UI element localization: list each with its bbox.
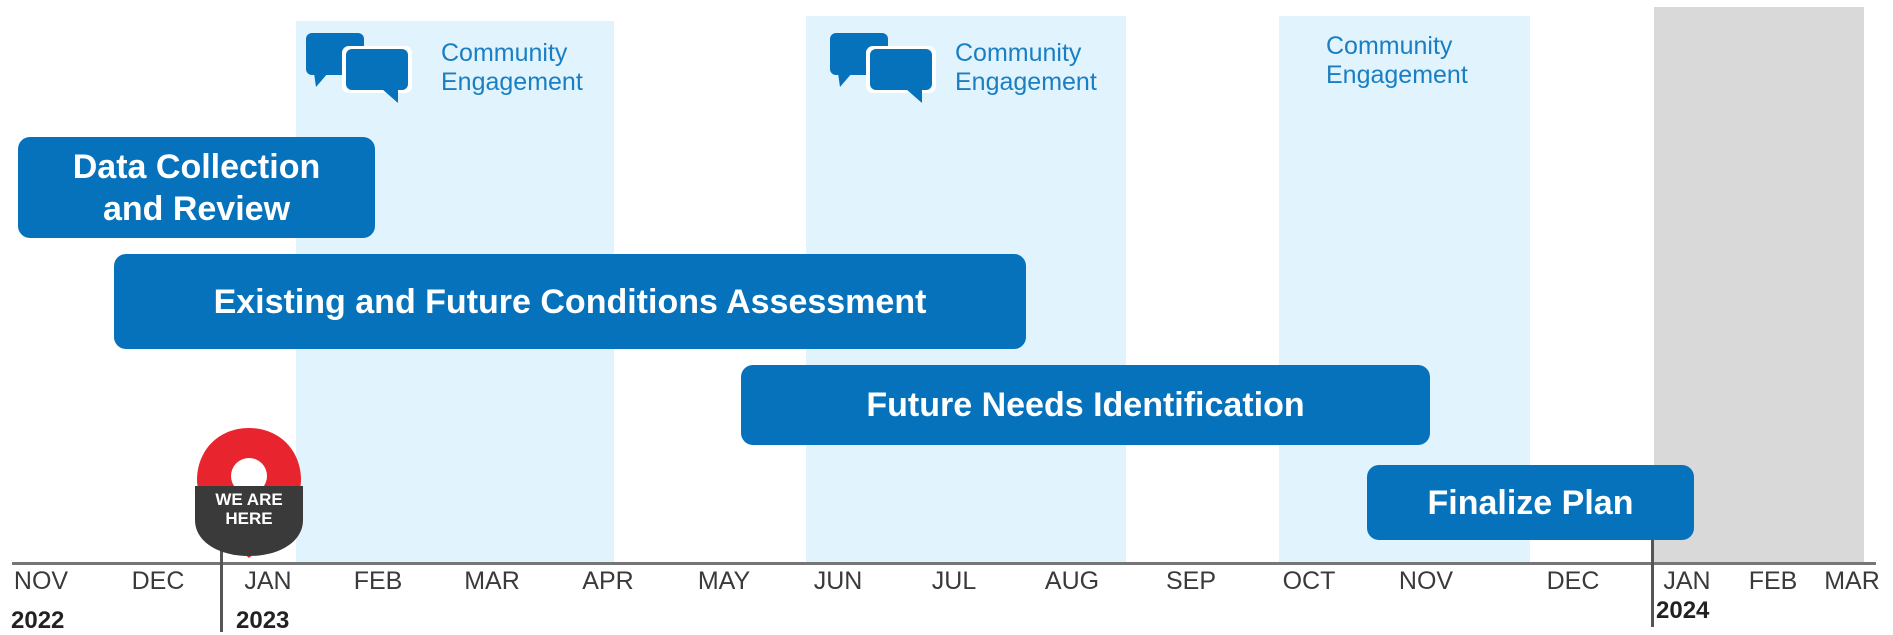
month-label: OCT	[1282, 567, 1336, 595]
speech-bubbles-icon	[306, 33, 412, 103]
engagement-label-3: Community Engagement	[1326, 32, 1468, 90]
month-label: APR	[582, 567, 634, 595]
month-label: SEP	[1165, 567, 1217, 595]
month-label: NOV	[1398, 567, 1454, 595]
year-label: 2022	[11, 607, 65, 634]
phase-label: Existing and Future Conditions Assessmen…	[213, 282, 927, 321]
month-label: JAN	[1663, 567, 1711, 595]
month-label: JUN	[813, 567, 863, 595]
phase-future-needs: Future Needs Identification	[741, 365, 1430, 445]
location-pin-icon	[195, 428, 303, 558]
current-date-line	[220, 540, 223, 632]
year-label: 2023	[236, 607, 290, 634]
phase-conditions-assessment: Existing and Future Conditions Assessmen…	[114, 254, 1026, 349]
month-label: MAR	[464, 567, 520, 595]
timeline-axis	[12, 562, 1876, 565]
month-label: NOV	[13, 567, 69, 595]
month-label: FEB	[353, 567, 403, 595]
phase-label: Finalize Plan	[1427, 483, 1634, 522]
month-label: MAR	[1824, 567, 1880, 595]
month-label: MAY	[697, 567, 751, 595]
phase-label: Future Needs Identification	[866, 386, 1305, 424]
marker-line2: HERE	[225, 509, 273, 528]
engagement-label-line2: Engagement	[1326, 61, 1468, 89]
engagement-label-line1: Community	[955, 39, 1082, 67]
engagement-label-1: Community Engagement	[441, 39, 583, 97]
engagement-label-2: Community Engagement	[955, 39, 1097, 97]
month-label: DEC	[131, 567, 185, 595]
engagement-label-line1: Community	[1326, 32, 1453, 60]
year-label: 2024	[1656, 597, 1710, 624]
speech-bubbles-icon	[830, 33, 936, 103]
phase-finalize-plan: Finalize Plan	[1367, 465, 1694, 540]
engagement-label-line2: Engagement	[441, 68, 583, 96]
year-divider-2024	[1651, 540, 1654, 627]
month-label: DEC	[1546, 567, 1600, 595]
phase-label-line2: and Review	[102, 189, 291, 228]
month-label: AUG	[1044, 567, 1100, 595]
engagement-label-line2: Engagement	[955, 68, 1097, 96]
month-label: JUL	[931, 567, 977, 595]
month-label: JAN	[244, 567, 292, 595]
month-label: FEB	[1748, 567, 1798, 595]
phase-label-line1: Data Collection	[72, 147, 321, 186]
phase-data-collection: Data Collection and Review	[18, 137, 375, 238]
marker-line1: WE ARE	[215, 490, 283, 509]
engagement-label-line1: Community	[441, 39, 568, 67]
we-are-here-label: WE ARE HERE	[194, 490, 304, 528]
